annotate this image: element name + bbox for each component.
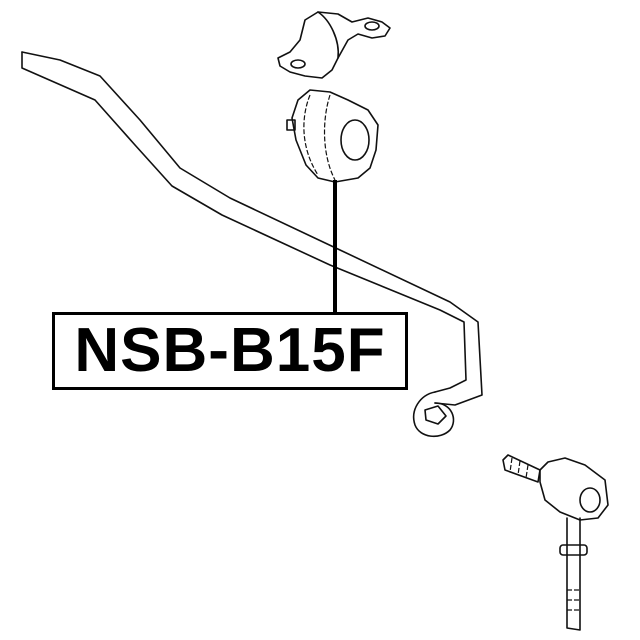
bushing-bracket (277, 11, 391, 79)
stabilizer-link (502, 454, 609, 631)
part-number-label: NSB-B15F (74, 316, 386, 385)
bushing (286, 89, 379, 183)
stabilizer-bar (21, 51, 483, 438)
part-number-label-box: NSB-B15F (52, 312, 408, 390)
